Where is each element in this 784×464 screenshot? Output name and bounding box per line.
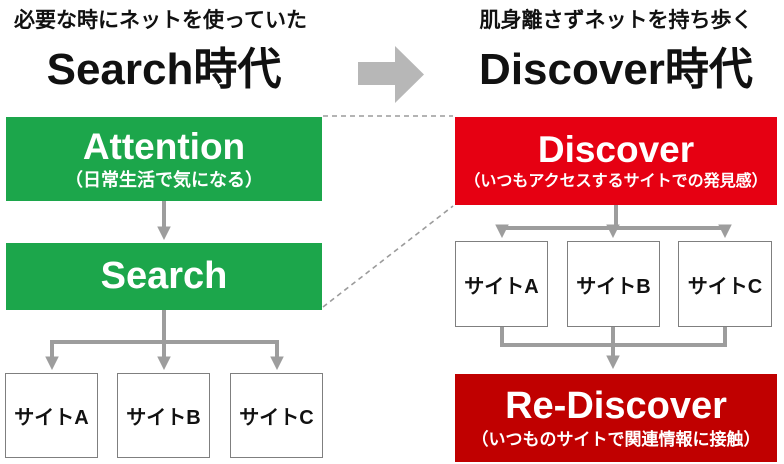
discover-subtitle: （いつもアクセスするサイトでの発見感） [464, 172, 768, 190]
right-site-a-box: サイトA [455, 241, 548, 327]
search-to-sites-arrows [45, 310, 284, 371]
rediscover-box: Re-Discover （いつものサイトで関連情報に接触） [455, 374, 777, 462]
left-era-caption: 必要な時にネットを使っていた [14, 9, 307, 32]
left-site-c-box: サイトC [230, 373, 323, 458]
left-site-b-box: サイトB [117, 373, 210, 458]
search-discover-dashed-line [322, 205, 454, 308]
dashed-link-lines [322, 115, 454, 308]
era-transition-arrow-icon [358, 46, 424, 103]
right-site-b-box: サイトB [567, 241, 660, 327]
rediscover-subtitle: （いつものサイトで関連情報に接触） [471, 429, 761, 449]
right-era-title: Discover時代 [479, 45, 753, 94]
rediscover-title: Re-Discover [505, 384, 727, 427]
right-era-caption: 肌身離さずネットを持ち歩く [479, 9, 753, 32]
search-title: Search [100, 254, 228, 297]
search-box: Search [6, 243, 322, 310]
attention-subtitle: （日常生活で気になる） [65, 169, 263, 190]
attention-title: Attention [82, 125, 246, 167]
left-era-title: Search時代 [46, 45, 282, 94]
discover-to-sites-arrows [495, 205, 732, 239]
right-site-c-box: サイトC [678, 241, 772, 327]
discover-title: Discover [537, 128, 695, 170]
attention-box: Attention （日常生活で気になる） [6, 117, 322, 201]
sites-to-rediscover-arrows [500, 327, 727, 370]
left-site-a-box: サイトA [5, 373, 98, 458]
discover-box: Discover （いつもアクセスするサイトでの発見感） [455, 117, 777, 205]
